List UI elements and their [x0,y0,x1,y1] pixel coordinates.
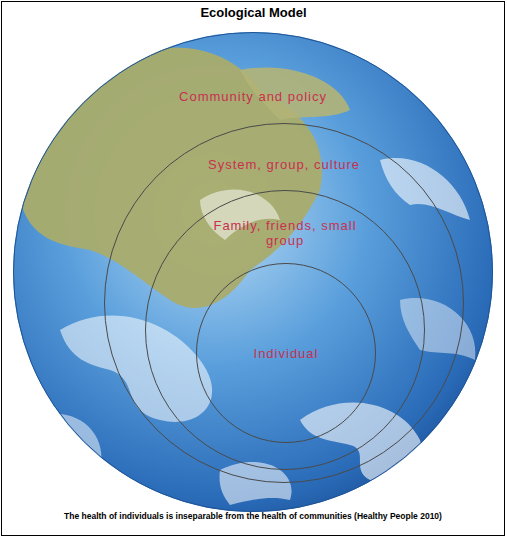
globe [13,32,493,512]
community-ring: Community and policySystem, group, cultu… [13,32,493,512]
ring-label: Community and policy [138,89,368,104]
ring-label: Family, friends, small group [210,218,360,248]
ring-label: Individual [216,346,356,361]
globe-detail [20,47,475,505]
individual-ring: Individual [196,263,376,443]
system-ring: System, group, cultureFamily, friends, s… [104,123,464,483]
figure-caption: The health of individuals is inseparable… [58,511,448,521]
ring-label: System, group, culture [182,157,387,172]
diagram-title: Ecological Model [0,5,507,20]
family-ring: Family, friends, small groupIndividual [145,190,425,470]
